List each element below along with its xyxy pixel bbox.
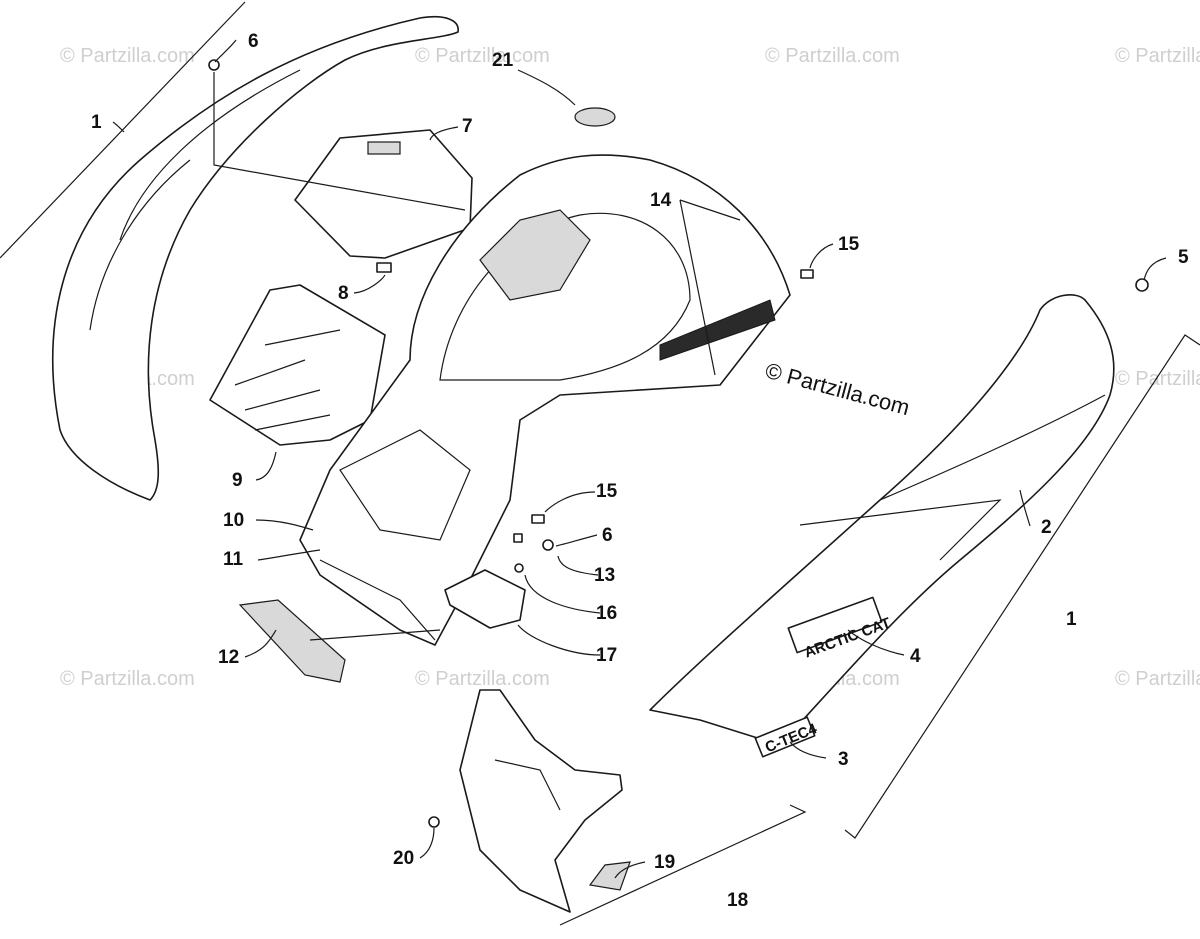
windshield-panel: [294, 129, 473, 259]
callout-17: 17: [596, 645, 617, 666]
callout-7: 7: [462, 116, 473, 137]
callout-11: 11: [223, 549, 244, 570]
callout-14: 14: [650, 190, 672, 211]
callout-10: 10: [223, 510, 244, 531]
callout-4: 4: [910, 646, 921, 667]
callout-20: 20: [393, 848, 414, 869]
side-panel-left: [52, 16, 459, 501]
watermark-text: © Partzilla.com: [60, 668, 195, 690]
watermark-text: © Partzilla.com: [1115, 668, 1200, 690]
callout-labels: 1 1 2 3 4 5 6 6 7 8 9 10 11 12 13 14 15 …: [91, 31, 1189, 911]
callout-9: 9: [232, 470, 243, 491]
bracket: [444, 569, 526, 629]
lower-piece: [459, 689, 623, 913]
callout-15: 15: [838, 234, 860, 255]
callout-6: 6: [602, 525, 613, 546]
reflector: [588, 861, 631, 891]
watermark-text: © Partzilla.com: [415, 668, 550, 690]
watermark-text: © Partzilla.com: [60, 45, 195, 67]
watermark-text: © Partzilla.com: [415, 45, 550, 67]
callout-13: 13: [594, 565, 615, 586]
watermark-text: © Partzilla.com: [1115, 45, 1200, 67]
callout-18: 18: [727, 890, 748, 911]
callout-19: 19: [654, 852, 675, 873]
callout-5: 5: [1178, 247, 1189, 268]
callout-8: 8: [338, 283, 349, 304]
callout-3: 3: [838, 749, 849, 770]
callout-21: 21: [492, 50, 514, 71]
callout-leaders: [112, 39, 1167, 879]
callout-1: 1: [1066, 609, 1077, 630]
callout-1: 1: [91, 112, 102, 133]
callout-15: 15: [596, 481, 618, 502]
watermark-text: © Partzilla.com: [765, 45, 900, 67]
callout-2: 2: [1041, 517, 1052, 538]
screen-part: [238, 599, 346, 683]
hardware: [208, 59, 1149, 828]
vent-insert: [209, 284, 386, 446]
main-hood: [299, 154, 791, 646]
callout-12: 12: [218, 647, 239, 668]
side-panel-right: [649, 294, 1115, 746]
copyright-text: © Partzilla.com: [763, 358, 913, 421]
callout-16: 16: [596, 603, 617, 624]
watermark-text: © Partzilla.com: [1115, 368, 1200, 390]
callout-6: 6: [248, 31, 259, 52]
